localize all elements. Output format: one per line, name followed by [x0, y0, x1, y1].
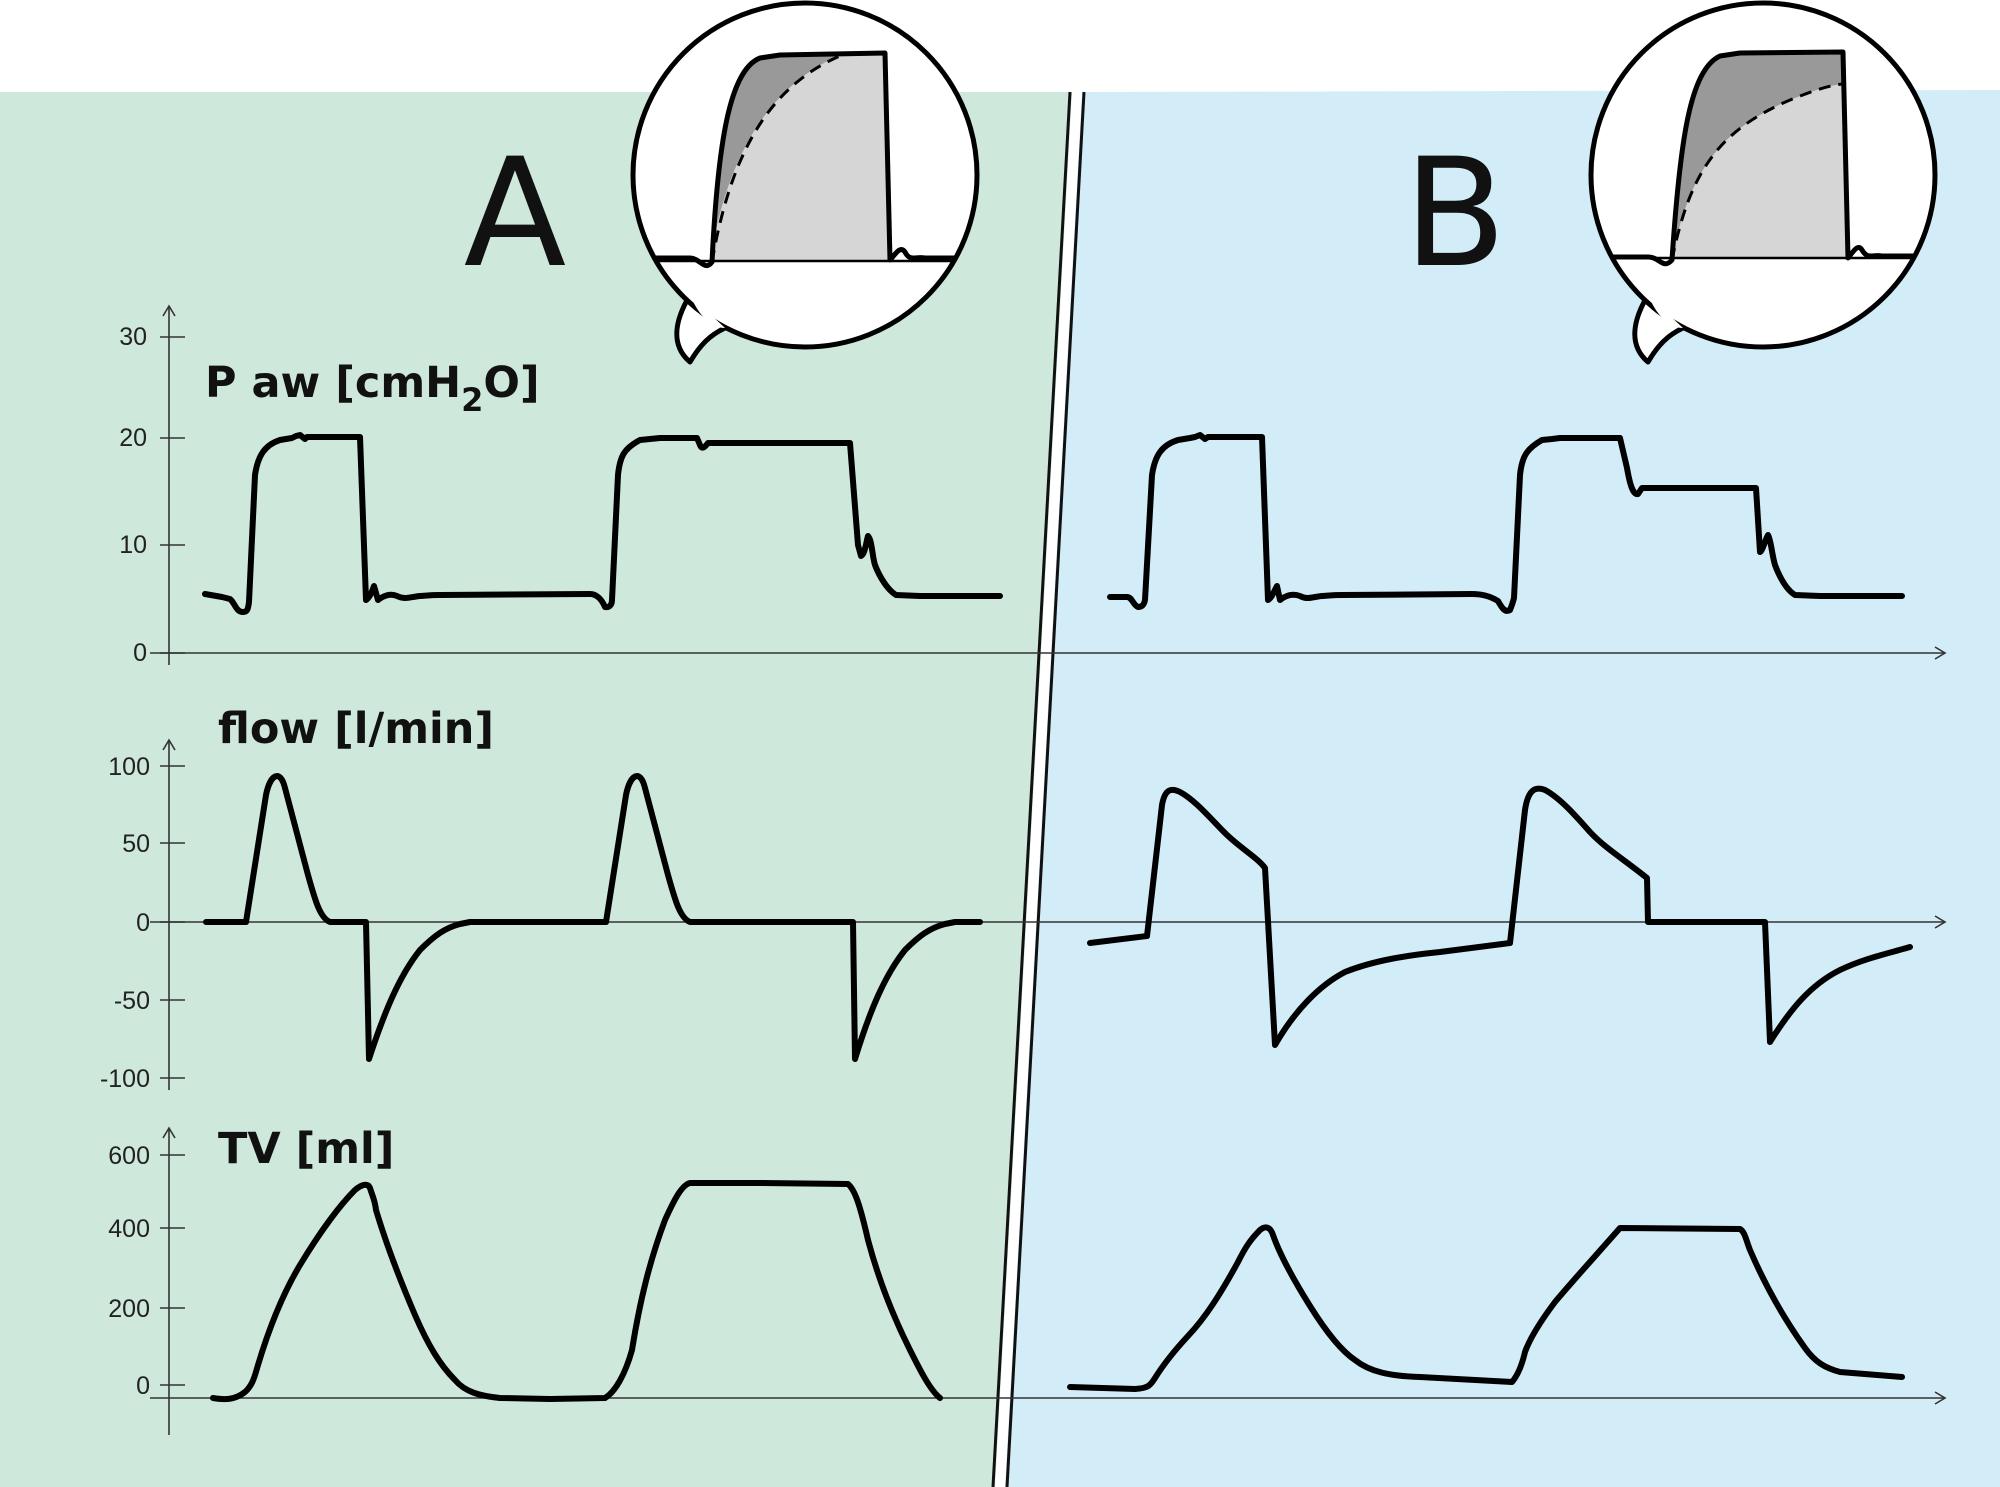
pressure-detail-bubble-a: [630, 0, 980, 365]
paw-tick-label: 0: [133, 639, 147, 667]
tv-tick-label: 600: [108, 1142, 150, 1170]
flow-tick-label: 0: [136, 909, 150, 937]
panel-divider-line: [1005, 91, 1086, 1487]
panel-divider-line: [991, 91, 1072, 1487]
tv-tick-label: 200: [108, 1295, 150, 1323]
flow-y-axis-arrow: [162, 738, 176, 751]
flow-tick-label: -50: [114, 987, 150, 1015]
flow-chart-title: flow [l/min]: [218, 704, 494, 754]
paw-tick-label: 20: [119, 424, 147, 452]
flow-x-axis-arrow: [1934, 915, 1947, 929]
tv-tick-label: 0: [136, 1372, 150, 1400]
paw-tick-label: 10: [119, 531, 147, 559]
paw-trace-b: [1107, 432, 1905, 614]
flow-chart: 100 50 0 -50 -100 flow [l/min]: [100, 704, 1947, 1093]
flow-tick-label: -100: [100, 1065, 150, 1093]
pressure-detail-bubble-b: [1588, 0, 1938, 365]
paw-x-axis-arrow: [1934, 646, 1947, 660]
paw-tick-label: 30: [119, 323, 147, 351]
tv-trace-b: [1067, 1224, 1905, 1392]
flow-tick-label: 50: [122, 830, 150, 858]
paw-trace-a: [202, 432, 1003, 615]
tv-trace-a: [210, 1180, 943, 1403]
tv-chart: 600 400 200 0 TV [ml]: [108, 1124, 1947, 1435]
tv-x-axis-arrow: [1934, 1391, 1947, 1405]
flow-tick-label: 100: [108, 753, 150, 781]
tv-chart-title: TV [ml]: [218, 1124, 394, 1174]
flow-trace-a: [203, 773, 983, 1062]
flow-trace-b: [1087, 785, 1913, 1048]
panel-a-label: A: [464, 127, 567, 301]
paw-y-axis-arrow: [162, 304, 176, 317]
paw-chart-title: P aw [cmH2O]: [205, 358, 540, 419]
panel-b-label: B: [1404, 127, 1507, 301]
tv-tick-label: 400: [108, 1215, 150, 1243]
paw-chart: 30 20 10 0 P aw [cmH2O]: [119, 304, 1947, 667]
tv-y-axis-arrow: [162, 1126, 176, 1139]
